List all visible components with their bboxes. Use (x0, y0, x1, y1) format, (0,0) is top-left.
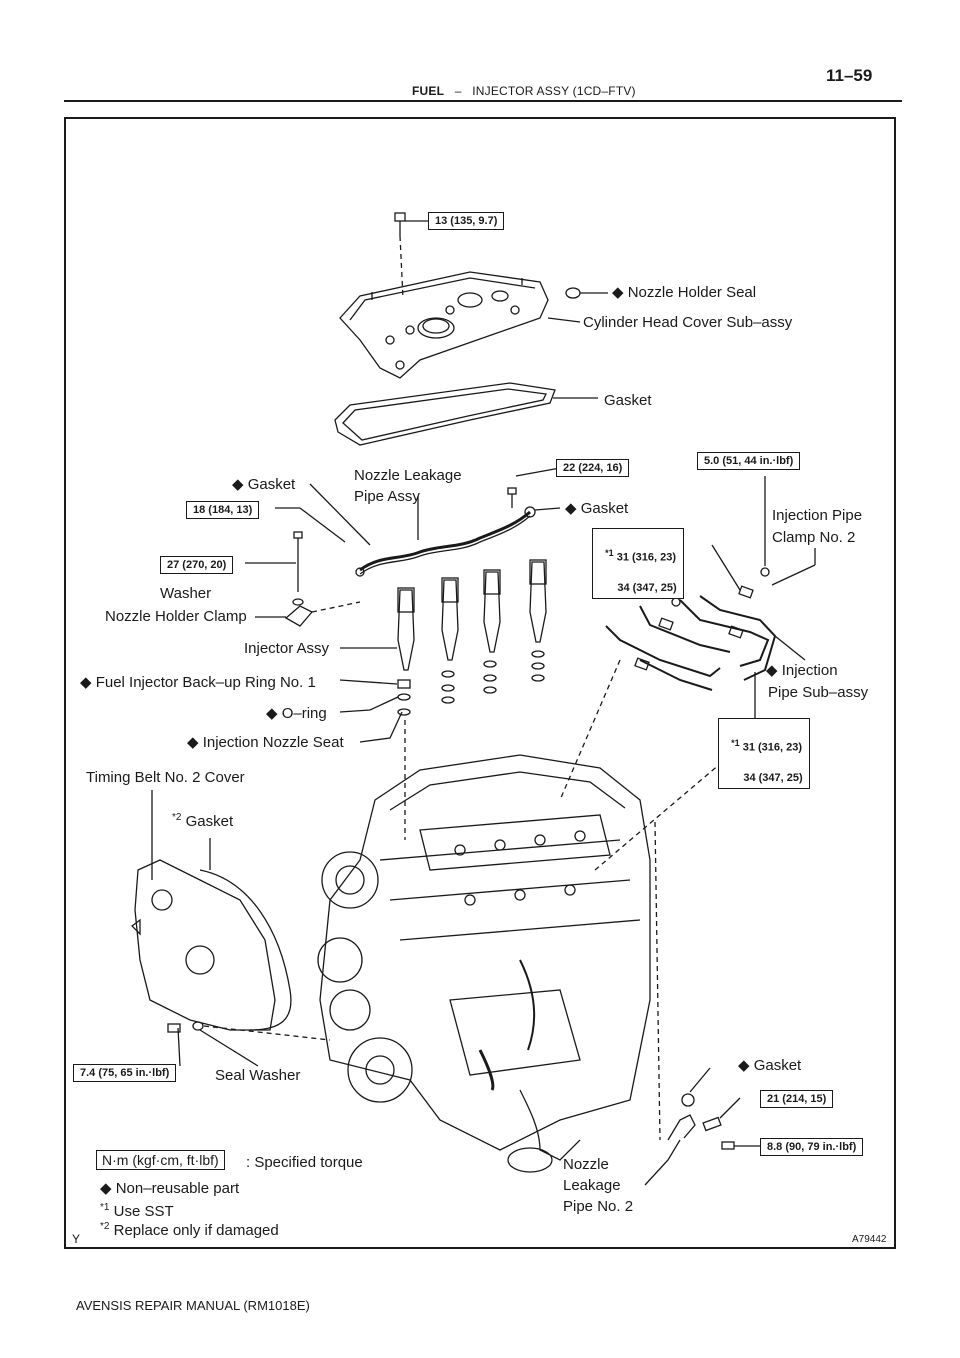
torque-value-34-lower: 34 (347, 25) (743, 771, 803, 784)
cylinder-head-cover (339, 271, 549, 379)
footer-manual: AVENSIS REPAIR MANUAL (RM1018E) (76, 1298, 310, 1313)
legend-sst-text: Use SST (113, 1203, 174, 1220)
torque-timing-cover-bolt: 7.4 (75, 65 in.·lbf) (73, 1064, 177, 1082)
legend-sst-mark: *1 (100, 1202, 110, 1213)
label-inj-clamp-2: Clamp No. 2 (772, 529, 856, 546)
replace-mark-label: *2 (172, 812, 182, 823)
label-seal-washer: Seal Washer (215, 1067, 301, 1084)
figure-id: A79442 (852, 1234, 887, 1245)
header-separator: – (454, 84, 462, 98)
torque-value-31-upper: 31 (316, 23) (616, 551, 677, 564)
sst-mark-2: *1 (731, 738, 740, 748)
label-cylinder-head-cover: Cylinder Head Cover Sub–assy (583, 314, 793, 331)
label-gasket-star2-text: Gasket (185, 813, 234, 830)
label-inj-pipe-1: ◆ Injection (766, 662, 838, 679)
torque-leakage-pipe-2-bolt: 21 (214, 15) (760, 1090, 834, 1108)
legend-non-reusable: ◆ Non–reusable part (100, 1180, 240, 1197)
torque-value-34-upper: 34 (347, 25) (617, 581, 677, 594)
torque-leakage-pipe-2-union: 8.8 (90, 79 in.·lbf) (760, 1138, 864, 1156)
torque-value-31-lower: 31 (316, 23) (742, 741, 803, 754)
label-injector-assy: Injector Assy (244, 640, 330, 657)
label-nozzle2-1: Nozzle (563, 1156, 609, 1173)
torque-injection-pipe-lower: *1 31 (316, 23) 34 (347, 25) (718, 718, 810, 789)
label-nozzle-leakage-1: Nozzle Leakage (354, 467, 462, 484)
label-nozzle2-3: Pipe No. 2 (563, 1198, 634, 1215)
torque-union-bolt: 18 (184, 13) (186, 501, 260, 519)
figure-corner-mark: Y (72, 1232, 81, 1246)
label-cover-gasket: Gasket (604, 392, 652, 409)
head-cover-bolt (394, 212, 430, 236)
label-nozzle-holder-seal: ◆ Nozzle Holder Seal (612, 284, 757, 301)
legend-replace: *2 Replace only if damaged (100, 1217, 279, 1241)
legend-replace-text: Replace only if damaged (113, 1222, 279, 1239)
label-inj-pipe-2: Pipe Sub–assy (768, 684, 869, 701)
injectors (397, 559, 547, 671)
nozzle-leakage-pipe-2 (667, 1093, 735, 1150)
torque-leakage-pipe-bolt: 22 (224, 16) (556, 459, 630, 477)
engine-block (317, 754, 651, 1173)
header-title: INJECTOR ASSY (1CD–FTV) (472, 84, 636, 98)
header-rule (64, 100, 902, 102)
label-gasket-lower: ◆ Gasket (738, 1057, 802, 1074)
label-o-ring: ◆ O–ring (266, 705, 327, 722)
legend-unit-box: N·m (kgf·cm, ft·lbf) (96, 1150, 225, 1170)
legend-sst: *1 Use SST (100, 1198, 174, 1222)
label-nozzle-holder-clamp: Nozzle Holder Clamp (105, 608, 247, 625)
timing-belt-cover (131, 859, 292, 1031)
label-nozzle-leakage-2: Pipe Assy (354, 488, 420, 505)
label-nozzle-seat: ◆ Injection Nozzle Seat (187, 734, 344, 751)
torque-nozzle-clamp-bolt: 27 (270, 20) (160, 556, 234, 574)
torque-head-cover-bolt: 13 (135, 9.7) (428, 212, 505, 230)
label-backup-ring: ◆ Fuel Injector Back–up Ring No. 1 (80, 674, 316, 691)
label-nozzle2-2: Leakage (563, 1177, 621, 1194)
page-header: FUEL – INJECTOR ASSY (1CD–FTV) (412, 84, 636, 98)
nozzle-holder-seal-part (547, 287, 608, 323)
legend-replace-mark: *2 (100, 1221, 110, 1232)
torque-injection-pipe-upper: *1 31 (316, 23) 34 (347, 25) (592, 528, 684, 599)
cover-gasket (334, 382, 556, 446)
injector-rings (397, 650, 545, 716)
injection-pipes (605, 595, 777, 691)
legend-unit-desc: : Specified torque (246, 1154, 363, 1171)
label-gasket-union: ◆ Gasket (232, 476, 296, 493)
label-inj-clamp-1: Injection Pipe (772, 507, 863, 524)
torque-clamp-bolt: 5.0 (51, 44 in.·lbf) (697, 452, 801, 470)
label-washer: Washer (160, 585, 212, 602)
header-section: FUEL (412, 84, 445, 98)
figure-frame (64, 117, 896, 1249)
label-gasket-star2: *2 Gasket (172, 808, 233, 832)
sst-mark-1: *1 (605, 548, 614, 558)
nozzle-leakage-pipe (355, 506, 536, 577)
page-number: 11–59 (826, 66, 873, 85)
label-timing-belt-cover: Timing Belt No. 2 Cover (86, 769, 245, 786)
label-gasket-mid: ◆ Gasket (565, 500, 629, 517)
